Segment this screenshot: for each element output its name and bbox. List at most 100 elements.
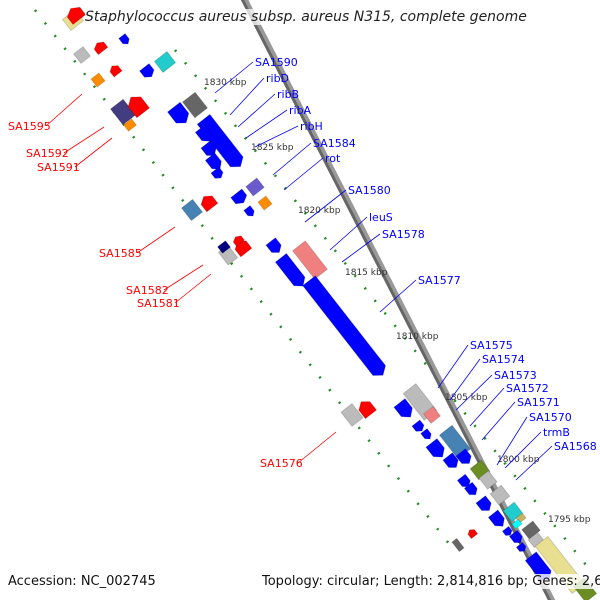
gene-feature[interactable] (72, 45, 92, 65)
gene-feature[interactable] (245, 177, 265, 197)
gene-feature[interactable] (393, 397, 416, 422)
forward-gene-label[interactable]: SA1590 (255, 56, 298, 69)
gene-feature[interactable] (340, 402, 364, 428)
forward-leader-line (455, 374, 493, 411)
gene-feature[interactable] (153, 50, 177, 74)
gene-feature[interactable] (194, 124, 214, 145)
reverse-gene-label[interactable]: SA1576 (260, 457, 303, 470)
gene-feature[interactable] (122, 118, 138, 132)
gene-feature[interactable] (166, 101, 193, 128)
gene-feature[interactable] (489, 484, 511, 506)
gene-feature[interactable] (501, 525, 513, 537)
gene-feature[interactable] (198, 192, 219, 213)
reverse-gene-label[interactable]: SA1591 (37, 161, 80, 174)
gene-feature[interactable] (125, 92, 151, 119)
forward-gene-label[interactable]: SA1577 (418, 274, 461, 287)
forward-gene-label[interactable]: SA1575 (470, 339, 513, 352)
reverse-gene-label[interactable]: SA1592 (26, 147, 69, 160)
gene-feature[interactable] (181, 91, 209, 119)
reverse-leader-line (174, 273, 212, 304)
gene-feature[interactable] (138, 62, 157, 81)
forward-leader-line (481, 401, 516, 441)
reverse-leader-line (45, 93, 83, 127)
reverse-gene-label[interactable]: SA1595 (8, 120, 51, 133)
forward-gene-label[interactable]: trmB (543, 426, 570, 439)
gene-feature[interactable] (422, 405, 442, 425)
gene-feature[interactable] (487, 509, 507, 530)
forward-gene-label[interactable]: rot (325, 152, 341, 165)
gene-feature[interactable] (243, 204, 256, 219)
forward-gene-label[interactable]: SA1573 (494, 369, 537, 382)
gene-feature[interactable] (527, 531, 545, 549)
genome-summary-text: Topology: circular; Length: 2,814,816 bp… (262, 574, 600, 589)
accession-text: Accession: NC_002745 (8, 574, 156, 589)
forward-gene-label[interactable]: SA1574 (482, 353, 525, 366)
gene-feature[interactable] (455, 448, 474, 467)
gene-feature[interactable] (210, 166, 225, 181)
map-title: Staphylococcus aureus subsp. aureus N315… (85, 9, 527, 25)
scale-label: 1815 kbp (345, 268, 388, 278)
gene-feature[interactable] (451, 537, 465, 553)
scale-label: 1825 kbp (251, 143, 294, 153)
reverse-gene-label[interactable]: SA1585 (99, 247, 142, 260)
forward-gene-label[interactable]: ribH (300, 120, 323, 133)
gene-feature[interactable] (515, 541, 527, 553)
reverse-leader-line (297, 431, 337, 464)
forward-gene-label[interactable]: SA1570 (529, 411, 572, 424)
forward-gene-label[interactable]: SA1578 (382, 228, 425, 241)
gene-feature[interactable] (463, 481, 479, 498)
gene-feature[interactable] (274, 252, 308, 291)
gene-feature[interactable] (204, 152, 224, 173)
forward-leader-line (237, 93, 276, 128)
forward-gene-label[interactable]: SA1572 (506, 382, 549, 395)
forward-gene-label[interactable]: SA1571 (517, 396, 560, 409)
gene-feature[interactable] (508, 529, 524, 546)
gene-feature[interactable] (196, 113, 247, 171)
forward-leader-line (214, 61, 254, 94)
forward-leader-line (229, 77, 265, 116)
gene-feature[interactable] (90, 72, 106, 88)
scale-label: 1830 kbp (204, 78, 247, 88)
forward-leader-line (304, 189, 347, 223)
gene-feature[interactable] (466, 527, 479, 540)
gene-feature[interactable] (265, 237, 284, 256)
gene-feature[interactable] (118, 32, 131, 47)
forward-leader-line (379, 279, 417, 313)
forward-gene-label[interactable]: ribA (289, 104, 312, 117)
gene-feature[interactable] (257, 195, 273, 211)
gene-feature[interactable] (456, 473, 472, 490)
reverse-gene-label[interactable]: SA1581 (137, 297, 180, 310)
gene-feature[interactable] (232, 234, 246, 247)
gene-feature[interactable] (442, 452, 461, 471)
gene-feature[interactable] (475, 495, 494, 514)
gene-feature[interactable] (108, 63, 123, 78)
gene-feature[interactable] (356, 397, 378, 420)
reverse-leader-line (136, 226, 176, 254)
gene-feature[interactable] (216, 240, 232, 254)
forward-leader-line (496, 416, 528, 466)
forward-gene-label[interactable]: ribD (266, 72, 289, 85)
gene-feature[interactable] (200, 140, 219, 159)
reverse-gene-label[interactable]: SA1582 (126, 284, 169, 297)
forward-gene-label[interactable]: SA1568 (554, 440, 597, 453)
forward-gene-label[interactable]: SA1584 (313, 137, 356, 150)
scale-label: 1800 kbp (497, 455, 540, 465)
gene-feature[interactable] (230, 188, 249, 207)
forward-gene-label[interactable]: ribB (277, 88, 299, 101)
gene-feature[interactable] (478, 470, 498, 490)
gene-feature[interactable] (425, 437, 448, 462)
gene-feature[interactable] (420, 427, 433, 442)
gene-feature[interactable] (180, 198, 204, 222)
gene-feature[interactable] (438, 424, 472, 460)
gene-feature[interactable] (411, 419, 426, 434)
forward-gene-label[interactable]: SA1580 (348, 184, 391, 197)
gene-feature[interactable] (92, 39, 109, 56)
gene-feature[interactable] (302, 275, 389, 380)
scale-label: 1805 kbp (445, 393, 488, 403)
gene-feature[interactable] (64, 4, 87, 26)
forward-leader-line (329, 216, 368, 251)
gene-feature[interactable] (511, 518, 523, 530)
forward-gene-label[interactable]: leuS (369, 211, 393, 224)
